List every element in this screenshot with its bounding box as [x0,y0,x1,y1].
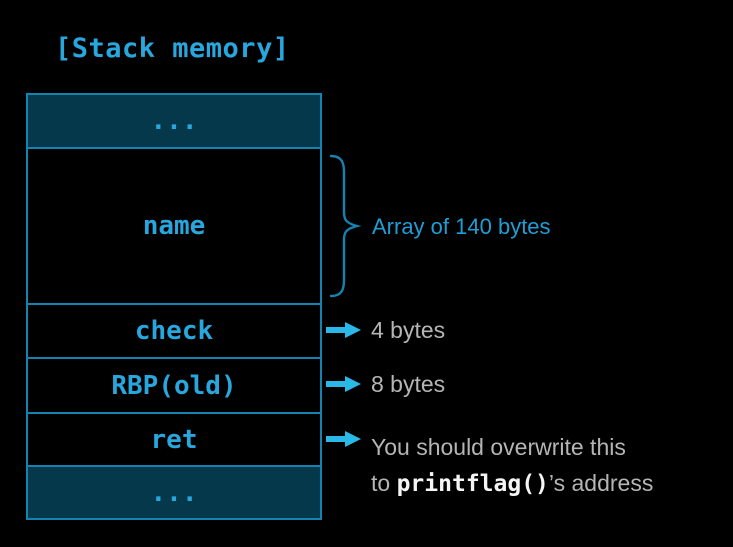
curly-brace-right-icon [329,154,362,298]
stack-row-ret: ret [28,412,320,465]
stack-row-name: name [28,147,320,303]
stack-row-rbp-old: RBP(old) [28,357,320,412]
ret-overwrite-note: You should overwrite this to printflag()… [371,429,653,502]
rbp-size-note: 8 bytes [371,371,446,397]
array-size-note: Array of 140 bytes [372,214,551,239]
printflag-code-text: printflag() [396,471,549,497]
stack-row-label: ... [150,106,198,136]
arrow-right-icon [326,322,361,338]
stack-row-ellipsis-bottom: ... [28,465,320,518]
ret-note-line2-suffix: ’s address [548,470,654,496]
ret-note-line1: You should overwrite this [371,434,626,460]
stack-row-label: RBP(old) [111,370,237,401]
stack-row-label: name [142,211,206,241]
stack-row-label: check [134,316,214,346]
stack-row-label: ret [150,424,198,455]
check-size-note: 4 bytes [371,317,446,343]
arrow-right-icon [326,431,361,447]
stack-row-check: check [28,303,320,357]
stack-memory-column: ... name check RBP(old) ret ... [26,93,322,520]
stack-row-label: ... [150,477,198,508]
stack-row-ellipsis-top: ... [28,95,320,147]
arrow-right-icon [326,376,361,392]
ret-note-line2-prefix: to [371,470,397,496]
diagram-title: [Stack memory] [55,33,290,64]
